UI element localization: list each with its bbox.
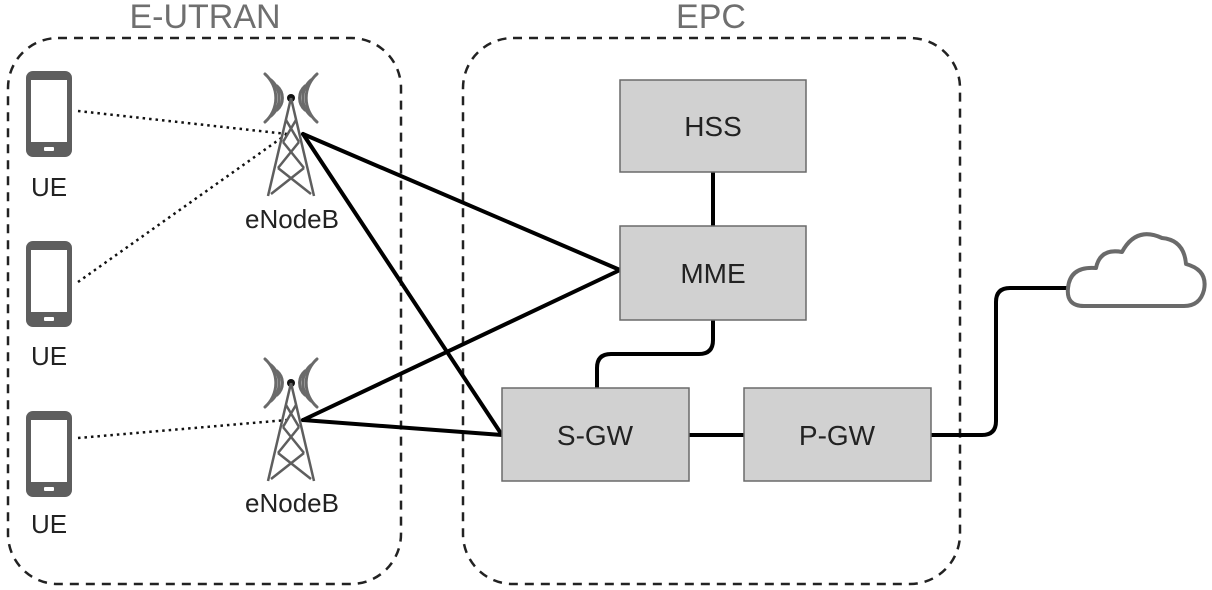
ue-label-1: UE xyxy=(31,172,67,202)
link-enodeb2-mme xyxy=(301,268,622,422)
hss-label: HSS xyxy=(684,111,742,142)
enodeb-label-2: eNodeB xyxy=(245,488,339,518)
eutran-region xyxy=(6,36,403,586)
sgw-label: S-GW xyxy=(557,420,634,451)
link-pgw-internet xyxy=(929,286,1070,437)
epc-region xyxy=(461,36,962,586)
mme-node: MME xyxy=(619,225,807,321)
cloud-icon xyxy=(1065,232,1207,308)
eutran-region-label: E-UTRAN xyxy=(129,0,280,36)
link-enodeb1-sgw xyxy=(301,132,504,437)
ue-label-3: UE xyxy=(31,509,67,539)
pgw-node: P-GW xyxy=(743,387,932,482)
mobile-phone-icon xyxy=(26,241,72,327)
ue-label-2: UE xyxy=(31,341,67,371)
link-enodeb2-sgw xyxy=(301,418,504,437)
mobile-phone-icon xyxy=(26,71,72,157)
hss-node: HSS xyxy=(619,79,807,173)
epc-region-label: EPC xyxy=(676,0,746,36)
radio-link-ue1-enodeb1 xyxy=(77,109,288,136)
link-mme-sgw xyxy=(595,318,715,390)
mobile-phone-icon xyxy=(26,411,72,497)
mme-label: MME xyxy=(680,258,745,289)
enodeb-label-1: eNodeB xyxy=(245,204,339,234)
radio-link-ue3-enodeb2 xyxy=(77,418,288,440)
pgw-label: P-GW xyxy=(799,420,876,451)
sgw-node: S-GW xyxy=(501,387,690,482)
link-enodeb1-mme xyxy=(301,132,622,272)
